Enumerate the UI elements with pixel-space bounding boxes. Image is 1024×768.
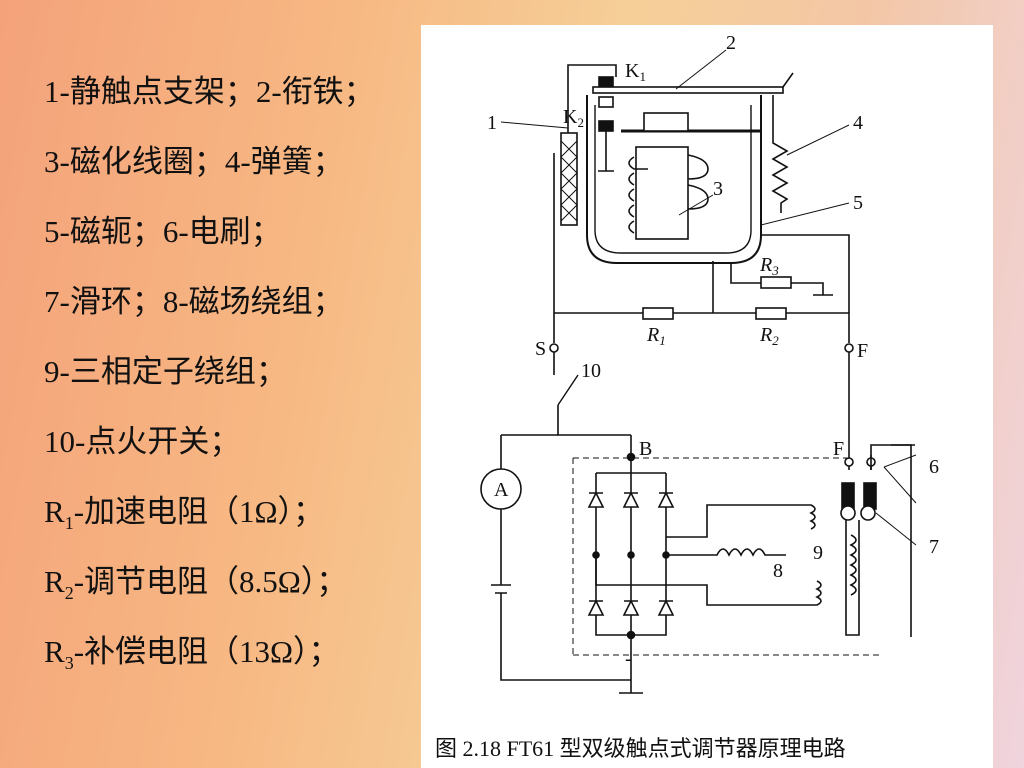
leader-2	[675, 49, 727, 90]
legend-item: 3-磁化线圈；4-弹簧；	[44, 144, 344, 179]
wire-switch-b	[557, 405, 631, 436]
leader-3	[678, 194, 714, 216]
leader-5	[760, 202, 850, 226]
legend-item: R3-补偿电阻（13Ω）；	[44, 634, 340, 674]
wire-r-bus	[554, 312, 850, 343]
legend-item: 9-三相定子绕组；	[44, 354, 287, 389]
legend-item: 10-点火开关；	[44, 424, 241, 459]
coil-winding-right	[687, 154, 709, 210]
label-k2: K2	[563, 106, 584, 130]
armature-hook	[782, 72, 794, 88]
resistor-r1	[642, 307, 674, 320]
insulator-hatch	[560, 140, 578, 222]
label-8: 8	[773, 560, 783, 582]
slip-ring	[840, 505, 856, 521]
ground-return	[870, 444, 912, 637]
leader-7	[875, 512, 917, 546]
legend-list: 1-静触点支架；2-衔铁； 3-磁化线圈；4-弹簧； 5-磁轭；6-电刷； 7-…	[44, 66, 375, 696]
diode	[622, 491, 640, 508]
field-winding	[666, 548, 786, 557]
legend-item: R2-调节电阻（8.5Ω）；	[44, 564, 348, 604]
terminal-s	[549, 343, 559, 353]
core-head	[643, 112, 689, 132]
terminal-f-top	[844, 343, 854, 353]
label-6: 6	[929, 456, 939, 478]
label-10: 10	[581, 360, 601, 382]
ground-bottom	[619, 675, 643, 694]
rotor-shaft	[845, 520, 860, 636]
wire-r3-in	[730, 263, 761, 284]
diode	[657, 599, 675, 616]
node	[627, 551, 635, 559]
label-k1: K1	[625, 60, 646, 84]
rectifier-dashed-box	[572, 457, 883, 656]
diode	[657, 491, 675, 508]
legend-item: 1-静触点支架；2-衔铁；	[44, 74, 375, 109]
leader-4	[786, 124, 850, 156]
wire-yoke-right	[761, 234, 850, 313]
label-5: 5	[853, 192, 863, 214]
circuit-diagram-panel: 1 2 3 4 5 6 7 8 9 10 K1 K2 R3 R1 R2 S F …	[421, 25, 993, 768]
brush	[863, 482, 877, 510]
contact-k1-lower	[598, 96, 614, 108]
label-r3: R3	[759, 254, 779, 278]
legend-item: R1-加速电阻（1Ω）；	[44, 494, 325, 534]
terminal-f-bottom	[844, 457, 854, 467]
ignition-switch	[557, 374, 579, 406]
battery-line	[491, 509, 631, 681]
label-1: 1	[487, 112, 497, 134]
node-b	[626, 452, 636, 462]
contact-k2-stem	[598, 131, 614, 172]
resistor-r3	[760, 276, 792, 289]
label-2: 2	[726, 32, 736, 54]
label-r2: R2	[759, 324, 779, 348]
magnetic-yoke-inner	[594, 105, 752, 254]
diode	[587, 491, 605, 508]
legend-item: 7-滑环；8-磁场绕组；	[44, 284, 344, 319]
node-minus	[626, 630, 636, 640]
label-minus: -	[625, 648, 632, 670]
armature	[592, 86, 784, 94]
label-b: B	[639, 438, 652, 460]
spring	[771, 95, 789, 213]
label-ammeter: A	[494, 479, 509, 501]
contact-k2	[598, 120, 614, 132]
contact-k1-upper	[598, 76, 614, 88]
leader-1	[500, 121, 569, 129]
stator-phase-c	[849, 534, 857, 596]
contact-bracket	[567, 64, 617, 153]
legend-item: 5-磁轭；6-电刷；	[44, 214, 282, 249]
leader-6	[883, 454, 917, 504]
label-r1: R1	[646, 324, 666, 348]
brush	[841, 482, 855, 510]
label-7: 7	[929, 536, 939, 558]
label-3: 3	[713, 178, 723, 200]
stator-phase-b	[595, 555, 822, 606]
coil-winding	[628, 156, 648, 234]
label-4: 4	[853, 112, 863, 134]
diode	[622, 599, 640, 616]
circuit-diagram: 1 2 3 4 5 6 7 8 9 10 K1 K2 R3 R1 R2 S F …	[480, 32, 939, 694]
diode	[587, 599, 605, 616]
figure-caption: 图 2.18 FT61 型双级触点式调节器原理电路	[435, 736, 846, 761]
insulator-block	[560, 132, 578, 226]
r3-ground	[791, 282, 833, 296]
label-f-bottom: F	[833, 438, 844, 460]
slip-ring	[860, 505, 876, 521]
resistor-r2	[755, 307, 787, 320]
label-f-top: F	[857, 340, 868, 362]
label-s: S	[535, 338, 546, 360]
label-9: 9	[813, 542, 823, 564]
magnetic-yoke-outer	[586, 95, 762, 264]
core	[635, 146, 689, 240]
stator-phase-a	[666, 504, 816, 538]
